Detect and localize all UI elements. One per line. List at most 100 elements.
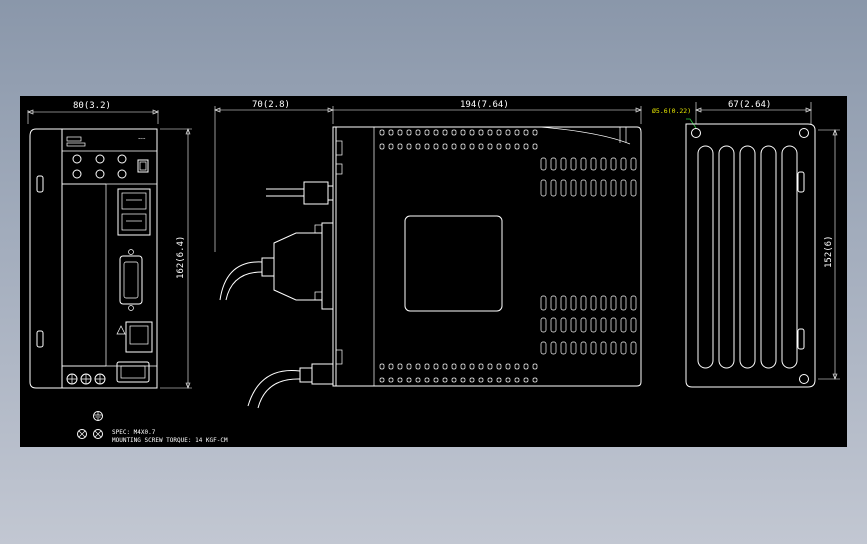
- vent-slot: [505, 129, 511, 136]
- vent-slot: [600, 317, 607, 333]
- vent-slot: [514, 129, 520, 136]
- vent-slot: [739, 145, 756, 369]
- vent-slot: [620, 179, 627, 197]
- vent-slot: [610, 295, 617, 311]
- vent-slot: [478, 129, 484, 136]
- vent-slot: [379, 143, 385, 150]
- vent-slot: [570, 179, 577, 197]
- vent-slot: [523, 363, 529, 370]
- vent-slot: [514, 143, 520, 150]
- vent-slot: [451, 129, 457, 136]
- side-view: 70(2.8) 194(7.64): [214, 100, 642, 409]
- vent-slot: [550, 157, 557, 171]
- vent-slot: [550, 295, 557, 311]
- vent-slot: [540, 317, 547, 333]
- cable-depth-label: 70(2.8): [252, 100, 290, 110]
- vent-slot: [388, 377, 394, 383]
- vent-slot: [424, 363, 430, 370]
- vent-slot: [560, 341, 567, 355]
- vent-slot: [415, 377, 421, 383]
- vent-slot: [379, 129, 385, 136]
- vent-slot: [570, 317, 577, 333]
- vent-slot: [600, 341, 607, 355]
- hole-leader: [686, 118, 697, 129]
- vent-slot: [560, 157, 567, 171]
- svg-text:~~~: ~~~: [138, 136, 146, 141]
- vent-slot: [505, 143, 511, 150]
- front-width-label: 80(3.2): [73, 101, 111, 111]
- vent-slot: [697, 145, 714, 369]
- vent-slot: [433, 129, 439, 136]
- vent-slot: [610, 341, 617, 355]
- vent-slot: [496, 129, 502, 136]
- vent-slot: [478, 143, 484, 150]
- vent-slot: [600, 295, 607, 311]
- vent-slot: [496, 143, 502, 150]
- vent-slot: [540, 341, 547, 355]
- vent-slot: [406, 363, 412, 370]
- vent-slot: [590, 341, 597, 355]
- vent-slot: [610, 179, 617, 197]
- vent-slot: [718, 145, 735, 369]
- vent-slot: [620, 295, 627, 311]
- vent-slot: [406, 143, 412, 150]
- vent-slot: [532, 143, 538, 150]
- vent-slot: [388, 363, 394, 370]
- vent-slot: [580, 317, 587, 333]
- vent-slot: [487, 143, 493, 150]
- vent-slot: [523, 377, 529, 383]
- vent-slot: [460, 129, 466, 136]
- vent-slot: [560, 179, 567, 197]
- vent-slot: [590, 157, 597, 171]
- vent-slot: [590, 295, 597, 311]
- vent-slot: [630, 317, 637, 333]
- vent-slot: [451, 363, 457, 370]
- vent-slot: [388, 129, 394, 136]
- rear-width-label: 67(2.64): [728, 100, 771, 110]
- vent-slot: [514, 377, 520, 383]
- vent-slot: [397, 129, 403, 136]
- vent-slot: [424, 377, 430, 383]
- vent-slot: [487, 363, 493, 370]
- screw-icon: [93, 429, 103, 439]
- rear-view: 67(2.64) Ø5.6(0.22) 152(6): [652, 100, 840, 388]
- vent-slot: [415, 129, 421, 136]
- vent-slot: [469, 129, 475, 136]
- vent-slot: [630, 295, 637, 311]
- cad-drawing-canvas: 80(3.2) ~~~: [20, 96, 847, 447]
- vent-slot: [406, 129, 412, 136]
- vent-slot: [397, 363, 403, 370]
- side-depth-label: 194(7.64): [460, 100, 509, 110]
- vent-slot: [379, 377, 385, 383]
- vent-slot: [630, 157, 637, 171]
- notes-block: SPEC: M4X0.7 MOUNTING SCREW TORQUE: 14 K…: [77, 411, 228, 444]
- vent-slot: [469, 377, 475, 383]
- vent-slot: [487, 129, 493, 136]
- vent-slot: [600, 157, 607, 171]
- vent-slot: [580, 341, 587, 355]
- vent-slot: [442, 377, 448, 383]
- vent-slot: [630, 341, 637, 355]
- height-label: 162(6.4): [176, 236, 186, 279]
- vent-slot: [487, 377, 493, 383]
- vent-slot: [580, 179, 587, 197]
- vent-slot: [590, 179, 597, 197]
- vent-slot: [550, 179, 557, 197]
- vent-slot: [570, 341, 577, 355]
- servo-drive-dimension-drawing: 80(3.2) ~~~: [27, 100, 840, 444]
- rear-height-label: 152(6): [824, 235, 834, 268]
- vent-slot: [540, 179, 547, 197]
- vent-slot: [460, 363, 466, 370]
- vent-slot: [442, 143, 448, 150]
- vent-slot: [560, 295, 567, 311]
- vent-slot: [460, 377, 466, 383]
- vent-slot: [496, 363, 502, 370]
- vent-slot: [469, 363, 475, 370]
- vent-slot: [424, 143, 430, 150]
- vent-slot: [496, 377, 502, 383]
- vent-slot: [540, 295, 547, 311]
- vent-slot: [442, 363, 448, 370]
- vent-slot: [379, 363, 385, 370]
- vent-slot: [580, 157, 587, 171]
- vent-slot: [532, 363, 538, 370]
